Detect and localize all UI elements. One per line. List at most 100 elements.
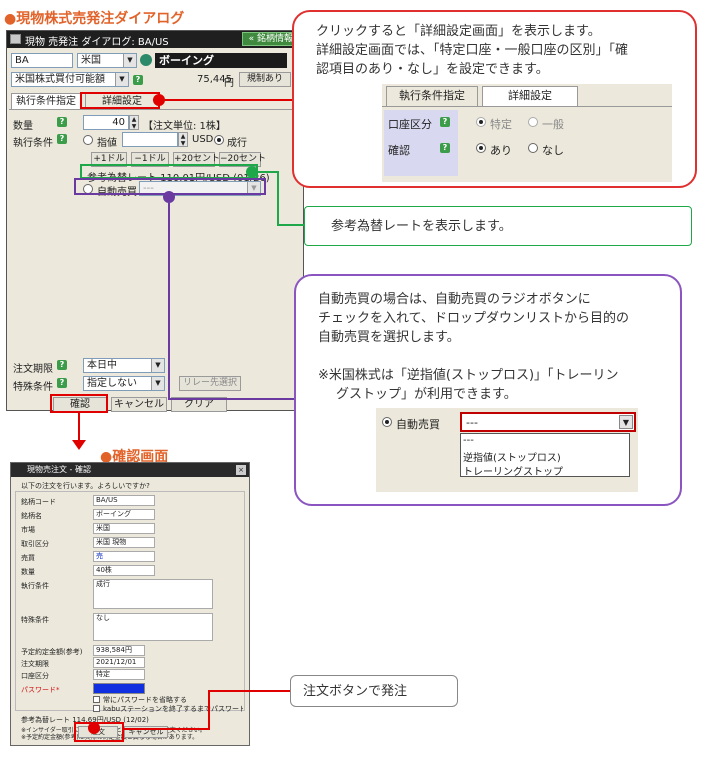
account-type-label: 口座区分	[388, 118, 432, 131]
close-icon[interactable]: ×	[236, 465, 246, 475]
order-callout-text: 注文ボタンで発注	[303, 684, 408, 699]
exec-condition-label: 執行条件	[13, 138, 53, 149]
preview-tab-detail: 詳細設定	[482, 86, 578, 106]
general-account-label: 一般	[542, 118, 564, 131]
special-condition-label: 特殊条件	[13, 382, 53, 393]
special-condition-select[interactable]: 指定しない ▼	[83, 376, 165, 391]
tab-execution[interactable]: 執行条件指定	[11, 93, 81, 110]
skip-password-label: 常にパスワードを省略する	[103, 696, 187, 704]
help-icon[interactable]: ?	[57, 378, 67, 388]
currency-label: USD	[192, 134, 214, 145]
confirm-row-label: 口座区分	[21, 672, 49, 680]
detail-connector-line	[165, 99, 295, 101]
plus-1-dollar-button[interactable]: +1ドル	[91, 152, 127, 167]
market-select-value: 米国	[81, 55, 101, 66]
limit-price-input[interactable]	[122, 132, 178, 147]
confirm-dialog: 現物売注文 - 確認 × 以下の注文を行います。よろしいですか? 銘柄コード B…	[10, 462, 250, 746]
period-select-value: 本日中	[87, 360, 117, 371]
price-stepper[interactable]: ▲▼	[178, 132, 188, 147]
market-select[interactable]: 米国 ▼	[77, 53, 137, 68]
amount-value: 75,445	[197, 74, 232, 85]
minus-20-cent-button[interactable]: −20セント	[219, 152, 266, 167]
order-connector-h1	[124, 728, 210, 730]
chevron-down-icon: ▼	[247, 182, 260, 195]
specific-account-label: 特定	[490, 118, 512, 131]
plus-20-cent-button[interactable]: +20セント	[173, 152, 220, 167]
confirm-details-box	[15, 491, 245, 711]
special-condition-select-value: 指定しない	[87, 378, 137, 389]
quantity-input[interactable]: 40	[83, 115, 129, 130]
skip-password-session-checkbox[interactable]	[93, 705, 100, 712]
detail-tab-highlight	[80, 92, 160, 109]
confirm-row-label: 取引区分	[21, 540, 49, 548]
confirm-row-value: 米国 現物	[93, 537, 155, 548]
help-icon[interactable]: ?	[133, 75, 143, 85]
help-icon[interactable]: ?	[57, 134, 67, 144]
confirm-yes-label: あり	[490, 144, 512, 157]
red-marker-dot	[153, 94, 165, 106]
confirm-row-label: 市場	[21, 526, 35, 534]
auto-callout-line-1: 自動売買の場合は、自動売買のラジオボタンに	[318, 292, 591, 307]
period-select[interactable]: 本日中 ▼	[83, 358, 165, 373]
auto-option-stop-loss: 逆指値(ストップロス)	[463, 453, 561, 464]
skip-password-session-label: kabuステーションを終了するまでパスワードを省略する	[103, 705, 243, 713]
help-icon[interactable]: ?	[57, 117, 67, 127]
rate-highlight	[80, 164, 258, 179]
password-label: パスワード*	[21, 686, 60, 694]
detail-callout-line-3: 認項目のあり・なし」を設定できます。	[316, 62, 549, 77]
clear-button[interactable]: クリア	[171, 397, 227, 412]
help-icon: ?	[440, 117, 450, 127]
symbol-input[interactable]: BA	[11, 53, 73, 68]
rate-connector-h1	[258, 171, 278, 173]
regulation-button[interactable]: 規制あり	[239, 72, 291, 87]
auto-connector-h	[168, 398, 294, 400]
confirm-row-label: 注文期限	[21, 660, 49, 668]
us-note-line-1: ※米国株式は「逆指値(ストップロス)」「トレーリン	[318, 368, 619, 383]
minus-1-dollar-button[interactable]: −1ドル	[131, 152, 169, 167]
sellable-select-value: 米国株式買付可能額	[15, 74, 105, 85]
rate-callout: 参考為替レートを表示します。	[304, 206, 692, 246]
auto-trade-preview-label: 自動売買	[396, 418, 440, 431]
order-callout: 注文ボタンで発注	[290, 675, 458, 707]
confirm-row-label: 数量	[21, 568, 35, 576]
limit-order-radio[interactable]	[83, 135, 93, 145]
quantity-unit: 【注文単位: 1株】	[143, 121, 226, 132]
help-icon: ?	[440, 143, 450, 153]
arrow-down-icon	[72, 440, 86, 450]
password-input[interactable]	[93, 683, 145, 694]
skip-password-checkbox[interactable]	[93, 696, 100, 703]
rate-callout-text: 参考為替レートを表示します。	[331, 219, 512, 234]
cancel-button[interactable]: キャンセル	[111, 397, 167, 412]
help-icon[interactable]: ?	[57, 360, 67, 370]
confirm-arrow-line	[78, 413, 80, 441]
confirm-row-value: ボーイング	[93, 509, 155, 520]
sellable-select[interactable]: 米国株式買付可能額 ▼	[11, 72, 129, 87]
purple-marker-dot	[163, 191, 175, 203]
market-order-radio[interactable]	[214, 135, 224, 145]
green-marker-dot	[246, 166, 258, 178]
dialog-titlebar: 現物 売発注 ダイアログ: BA/US « 銘柄情報	[7, 31, 303, 48]
auto-trade-preview-radio	[382, 417, 392, 427]
rate-connector-h2	[277, 224, 304, 226]
us-note-line-2: グストップ」が利用できます。	[336, 387, 517, 402]
order-connector-h2	[208, 690, 292, 692]
detail-settings-preview: 執行条件指定 詳細設定 口座区分 ? 特定 一般 確認 ? あり なし	[382, 84, 672, 182]
general-account-radio	[528, 117, 538, 127]
confirm-row-label: 銘柄名	[21, 512, 42, 520]
quantity-stepper[interactable]: ▲▼	[129, 115, 139, 130]
preview-tab-execution: 執行条件指定	[386, 86, 478, 106]
confirm-row-value: 売	[93, 551, 155, 562]
quantity-label: 数量	[13, 121, 33, 132]
chevron-down-icon: ▼	[123, 54, 136, 67]
relay-select-button[interactable]: リレー先選択	[179, 376, 241, 391]
period-label: 注文期限	[13, 364, 53, 375]
stock-name: ボーイング	[155, 53, 287, 68]
dialog-title: 現物 売発注 ダイアログ: BA/US	[25, 37, 169, 48]
detail-settings-callout: クリックすると「詳細設定画面」を表示します。 詳細設定画面では、「特定口座・一般…	[292, 10, 697, 188]
confirm-row-value: 40株	[93, 565, 155, 576]
confirm-yes-radio	[476, 143, 486, 153]
preview-divider	[382, 106, 672, 107]
specific-account-radio	[476, 117, 486, 127]
chevron-down-icon: ▼	[151, 377, 164, 390]
confirm-rate-line: 参考為替レート 114.69円/USD (12/02)	[21, 716, 149, 724]
